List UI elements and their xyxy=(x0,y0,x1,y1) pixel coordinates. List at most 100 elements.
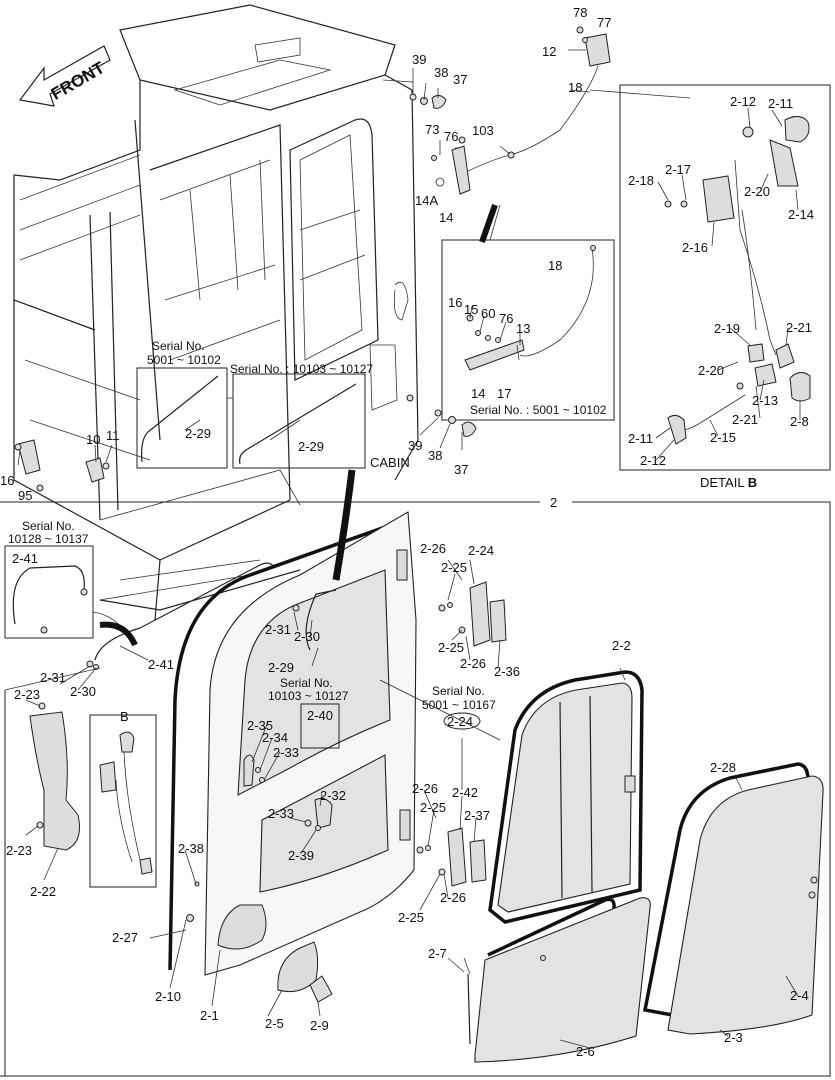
serial-5001-10102-l2: 5001 ~ 10102 xyxy=(147,353,221,367)
leader-lines xyxy=(17,49,801,1049)
callout-2-25-d: 2-25 xyxy=(398,910,424,925)
detail-letter: B xyxy=(748,475,757,490)
detail-2-14: 2-14 xyxy=(788,207,814,222)
callout-37: 37 xyxy=(453,72,467,87)
callout-2-3: 2-3 xyxy=(724,1030,743,1045)
callout-2-23-a: 2-23 xyxy=(14,687,40,702)
callout-77: 77 xyxy=(597,15,611,30)
serial-5001-10102-box: Serial No. : 5001 ~ 10102 xyxy=(470,403,607,417)
detail-2-12-a: 2-12 xyxy=(730,94,756,109)
detail-label: DETAIL B xyxy=(700,475,757,490)
detail-2-18: 2-18 xyxy=(628,173,654,188)
callout-2-27: 2-27 xyxy=(112,930,138,945)
detail-2-8: 2-8 xyxy=(790,414,809,429)
serial-5001-10167-l2: 5001 ~ 10167 xyxy=(422,698,496,712)
callout-2-29-a: 2-29 xyxy=(185,426,211,441)
group-2-label: 2 xyxy=(550,495,557,510)
detail-b-box xyxy=(619,84,831,471)
callout-16: 16 xyxy=(0,473,14,488)
callout-2-30-b: 2-30 xyxy=(294,629,320,644)
detail-2-12-b: 2-12 xyxy=(640,453,666,468)
group-2-outline xyxy=(0,501,831,1077)
door-bracket xyxy=(29,702,80,851)
detail-2-13: 2-13 xyxy=(752,393,778,408)
callout-73: 73 xyxy=(425,122,439,137)
serial-10103-10127: Serial No. : 10103 ~ 10127 xyxy=(230,362,373,376)
detail-word: DETAIL xyxy=(700,475,744,490)
callout-18: 18 xyxy=(568,80,582,95)
callout-2-40: 2-40 xyxy=(307,708,333,723)
inset-b-box xyxy=(89,714,157,888)
callout-17: 17 xyxy=(497,386,511,401)
detail-2-15: 2-15 xyxy=(710,430,736,445)
hinges xyxy=(416,581,507,887)
serial-5001-10102-l1: Serial No. xyxy=(152,339,205,353)
upper-latch-assembly xyxy=(382,26,691,195)
callout-12: 12 xyxy=(542,44,556,59)
cabin-label: CABIN xyxy=(370,455,410,470)
latch-variant-box xyxy=(441,204,615,421)
callout-2-30-a: 2-30 xyxy=(70,684,96,699)
lower-glass xyxy=(467,897,651,1063)
callout-2-38: 2-38 xyxy=(178,841,204,856)
callout-2-29-c: 2-29 xyxy=(268,660,294,675)
detail-2-19: 2-19 xyxy=(714,321,740,336)
callout-2-23-b: 2-23 xyxy=(6,843,32,858)
callout-2-4: 2-4 xyxy=(790,988,809,1003)
callout-2-26-c: 2-26 xyxy=(412,781,438,796)
door-panel xyxy=(168,511,417,976)
detail-2-17: 2-17 xyxy=(665,162,691,177)
callout-2-31-b: 2-31 xyxy=(265,622,291,637)
detail-2-20-b: 2-20 xyxy=(698,363,724,378)
callout-2-28: 2-28 xyxy=(710,760,736,775)
callout-95: 95 xyxy=(18,488,32,503)
callout-2-36: 2-36 xyxy=(494,664,520,679)
callout-2-32: 2-32 xyxy=(320,788,346,803)
inset-b-letter: B xyxy=(120,709,129,724)
cabin-body xyxy=(13,4,419,621)
sliding-window xyxy=(488,670,644,924)
front-arrow: FRONT xyxy=(18,45,111,107)
callout-76-box: 76 xyxy=(499,311,513,326)
callout-2-24-circled: 2-24 xyxy=(447,714,473,729)
front-label: FRONT xyxy=(48,58,109,104)
callout-2-24-a: 2-24 xyxy=(468,543,494,558)
callout-14: 14 xyxy=(439,210,453,225)
callout-2-25-c: 2-25 xyxy=(420,800,446,815)
callout-11: 11 xyxy=(106,428,120,443)
serial-10103-10127-l1: Serial No. xyxy=(280,676,333,690)
callout-39-lower: 39 xyxy=(408,438,422,453)
callout-18-box: 18 xyxy=(548,258,562,273)
callout-15: 15 xyxy=(464,302,478,317)
callout-2-2: 2-2 xyxy=(612,638,631,653)
callout-14A: 14A xyxy=(415,193,438,208)
callout-37-lower: 37 xyxy=(454,462,468,477)
detail-2-11-a: 2-11 xyxy=(768,96,793,111)
callout-38-lower: 38 xyxy=(428,448,442,463)
callout-2-1: 2-1 xyxy=(200,1008,219,1023)
callout-2-29-b: 2-29 xyxy=(298,439,324,454)
serial-5001-10167-l1: Serial No. xyxy=(432,684,485,698)
rod-variant-boxes xyxy=(136,367,366,469)
callout-2-31-a: 2-31 xyxy=(40,670,66,685)
callout-2-25-b: 2-25 xyxy=(438,640,464,655)
callout-2-6: 2-6 xyxy=(576,1044,595,1059)
serial-10128-10137-l1: Serial No. xyxy=(22,519,75,533)
detail-2-16: 2-16 xyxy=(682,240,708,255)
detail-2-21-a: 2-21 xyxy=(786,320,812,335)
callout-2-10: 2-10 xyxy=(155,989,181,1004)
callout-2-26-a: 2-26 xyxy=(420,541,446,556)
callout-2-9: 2-9 xyxy=(310,1018,329,1033)
callout-2-37: 2-37 xyxy=(464,808,490,823)
lower-bolts xyxy=(406,394,477,437)
labels: 78 77 12 18 39 38 37 73 76 103 14A 14 18… xyxy=(0,5,814,1059)
detail-2-20-a: 2-20 xyxy=(744,184,770,199)
serial-10128-10137-l2: 10128 ~ 10137 xyxy=(8,532,89,546)
callout-14-box: 14 xyxy=(471,386,485,401)
callout-10: 10 xyxy=(86,432,100,447)
callout-60: 60 xyxy=(481,306,495,321)
callout-2-26-b: 2-26 xyxy=(460,656,486,671)
callout-103: 103 xyxy=(472,123,494,138)
callout-2-26-d: 2-26 xyxy=(440,890,466,905)
